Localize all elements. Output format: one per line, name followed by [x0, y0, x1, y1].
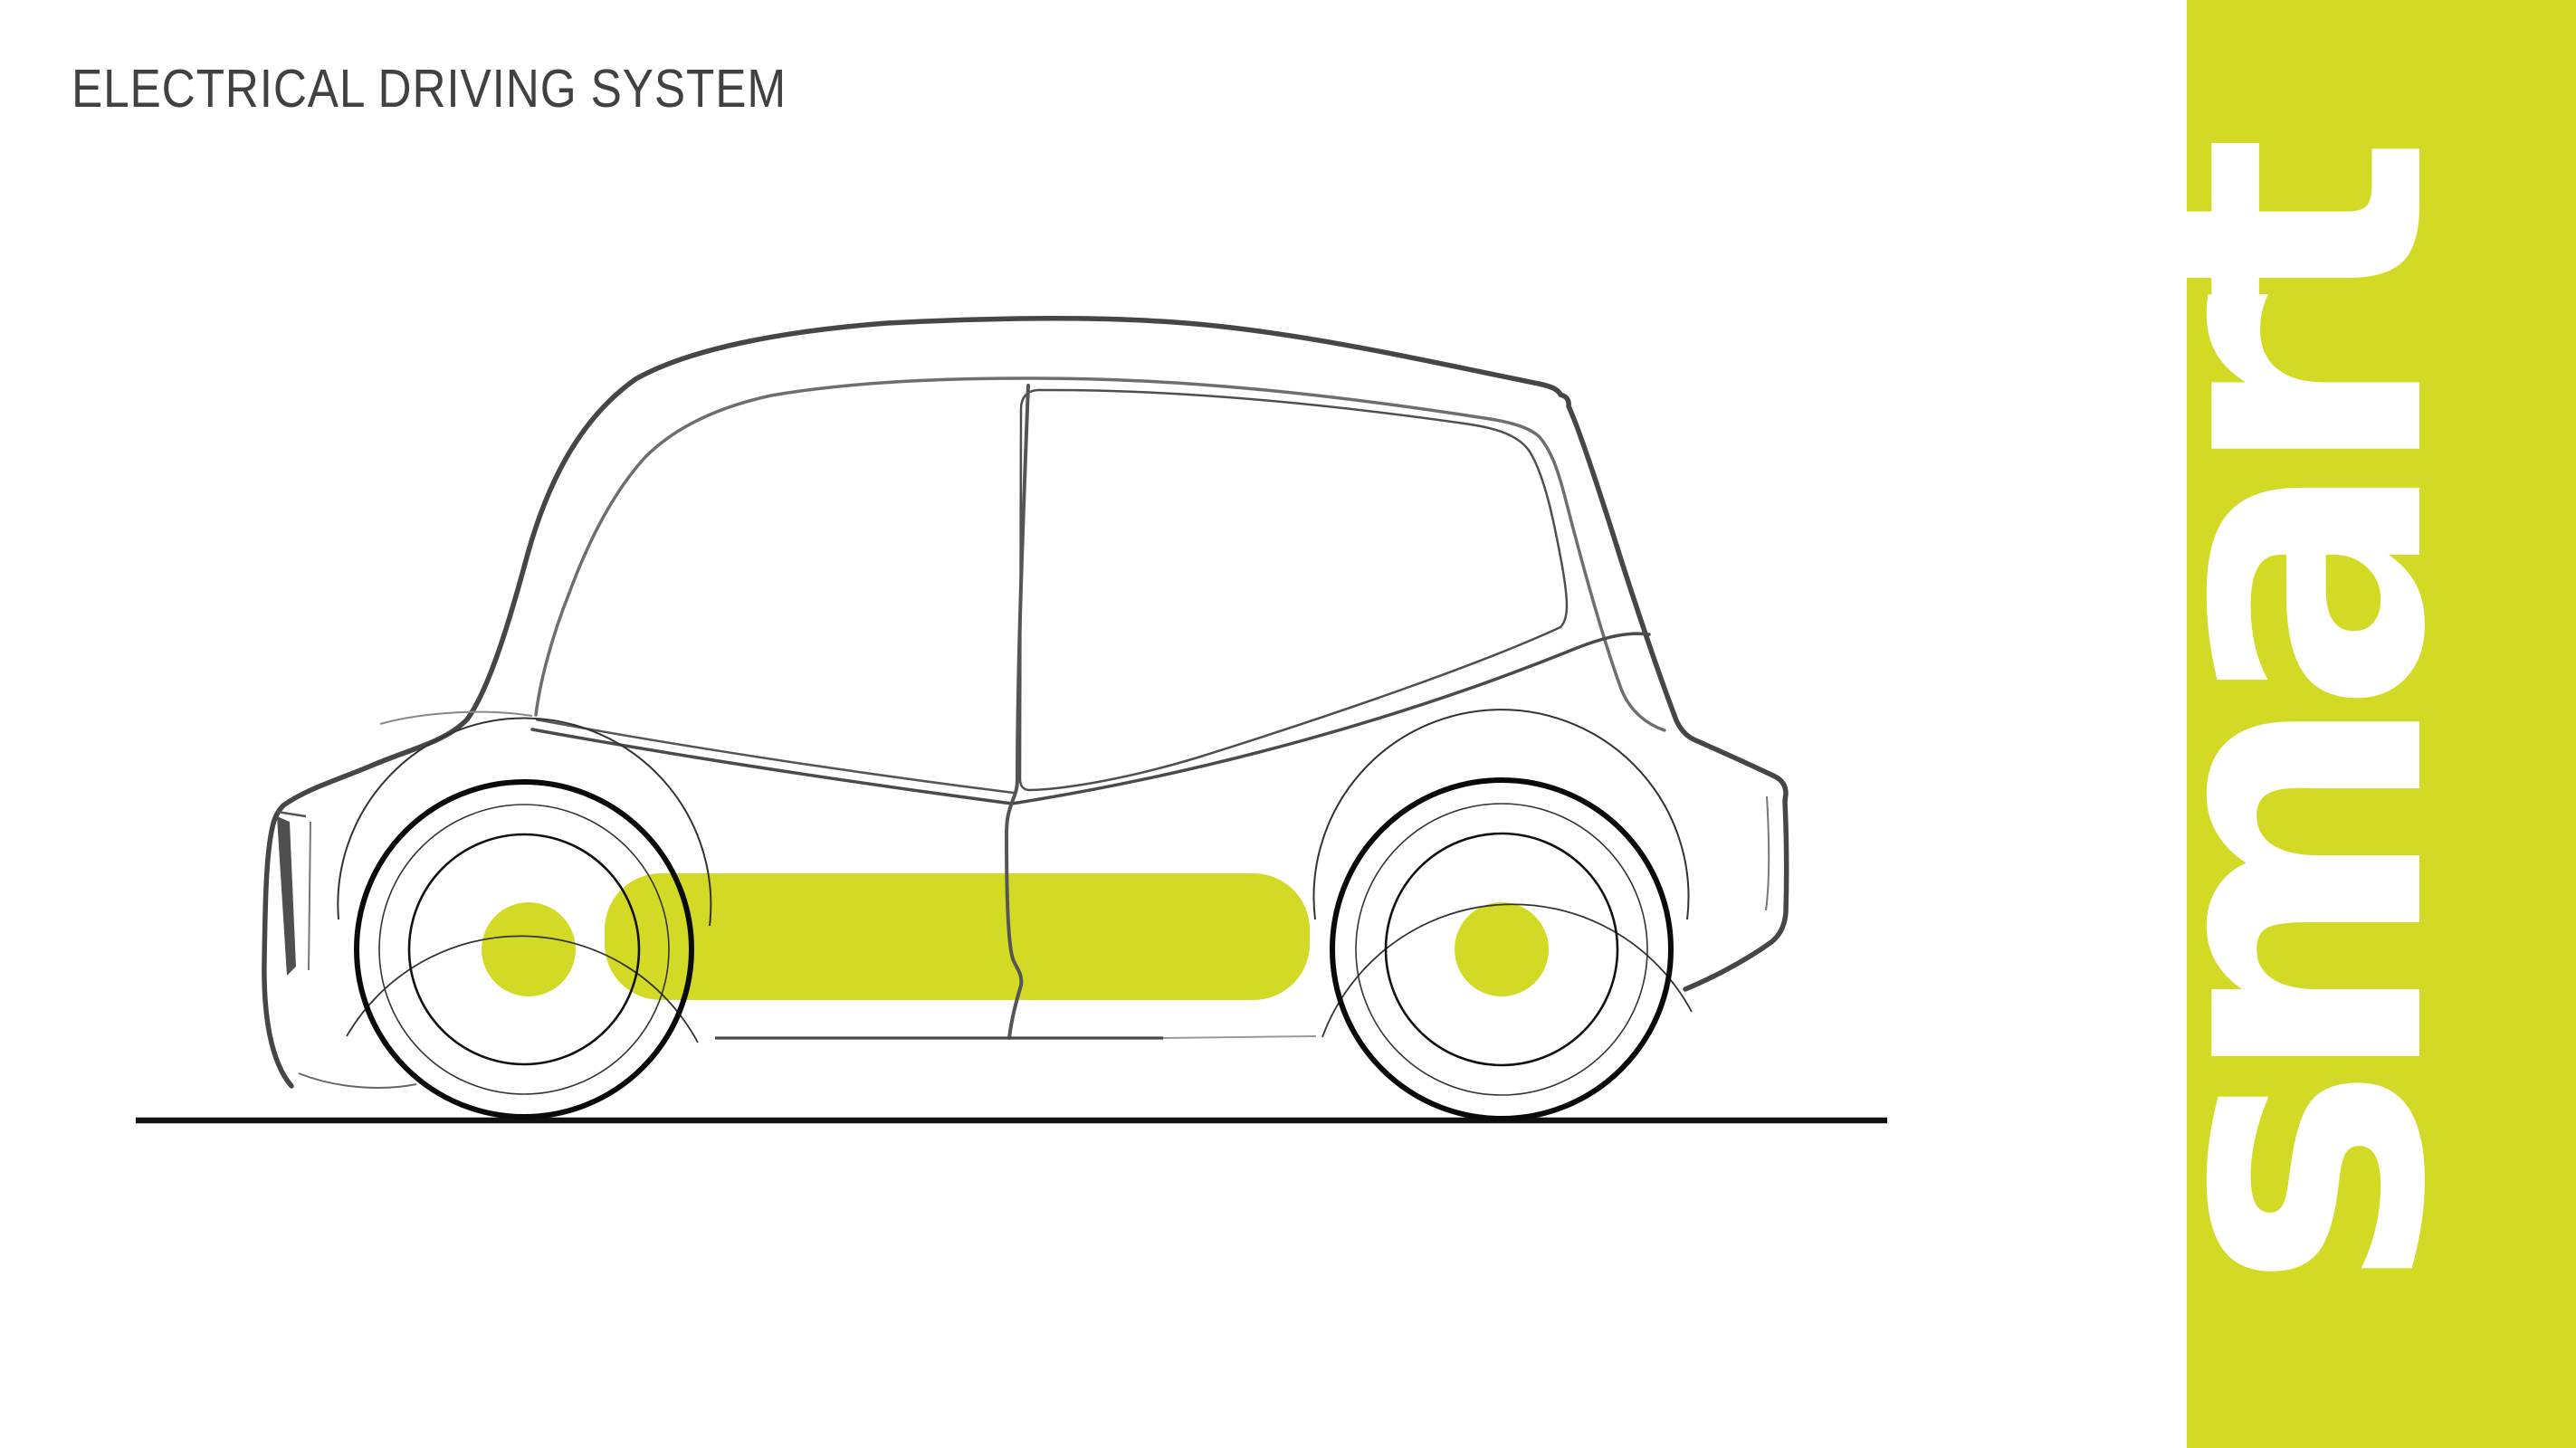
door-seam [1004, 384, 1030, 1040]
front-panel-seam [308, 821, 311, 971]
car-body-outline [262, 316, 1789, 1089]
rocker-line-faded [1162, 1035, 1317, 1039]
front-bumper-lower-line [298, 1072, 417, 1089]
rear-edge-inner-line [1765, 795, 1770, 911]
front-grille-wedge [277, 816, 296, 976]
brand-logo: smart [2067, 157, 2510, 1291]
page-title: ELECTRICAL DRIVING SYSTEM [72, 59, 787, 119]
rear-tire [1330, 777, 1674, 1121]
front-wheel-arch-outer [346, 935, 699, 1043]
brand-bar: smart [2067, 0, 2576, 1448]
rear-wheel [1312, 709, 1693, 1121]
rear-tire-inner-line [1355, 803, 1648, 1096]
front-window-bottom-edge [535, 718, 1015, 795]
beltline [530, 632, 1651, 805]
rear-rim [1384, 832, 1619, 1067]
ev-components [482, 873, 1549, 1000]
front-rim [407, 833, 641, 1066]
hood-line [379, 710, 533, 725]
front-tire [354, 779, 694, 1119]
roof-inner-line [534, 376, 1666, 732]
front-end-details [276, 810, 417, 1089]
front-wheel [337, 717, 712, 1119]
rear-window [1018, 388, 1569, 792]
front-panel-tick [276, 810, 307, 818]
rear-wheel-arch-outer [1321, 903, 1693, 1038]
battery-pack-highlight [605, 873, 1310, 1000]
front-wheel-arch-inner [337, 717, 712, 927]
rear-hub-motor-highlight [1455, 902, 1549, 996]
front-hub-motor-highlight [482, 902, 576, 996]
front-tire-inner-line [378, 804, 670, 1095]
rear-wheel-arch-inner [1312, 709, 1690, 920]
